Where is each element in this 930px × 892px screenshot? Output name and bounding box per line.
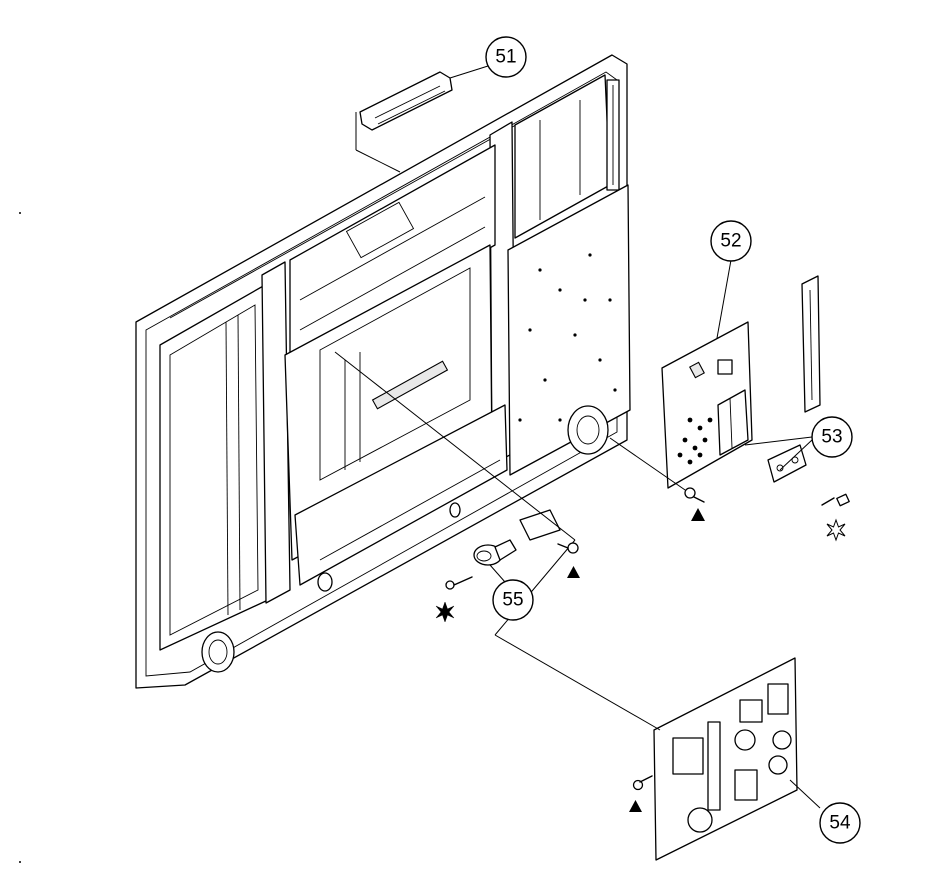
main-chassis [135,54,631,689]
screw-near-53 [821,493,850,507]
callout-52: 52 [710,220,752,262]
speck [19,861,21,863]
screw-near-52 [684,487,705,503]
open-starburst-symbol [826,518,846,542]
callout-label-53: 53 [821,427,842,448]
part-51-bracket [355,71,453,173]
callout-51: 51 [449,36,527,79]
screw-near-55b [445,576,473,590]
triangle-symbols [567,508,705,812]
part-55-connector [473,509,561,583]
triangle-symbol-3 [629,800,642,812]
screws [445,487,850,791]
callout-54: 54 [819,802,861,844]
part-53-bracket [744,275,821,483]
callout-label-54: 54 [829,813,851,834]
speck [19,212,21,214]
part-52-board [661,259,753,489]
triangle-symbol-2 [567,566,580,578]
callout-label-51: 51 [495,47,516,68]
callout-53: 53 [811,416,853,458]
callout-55: 55 [492,579,534,621]
callout-label-52: 52 [720,231,741,252]
part-54-board [653,657,821,861]
black-starburst-symbol [435,601,455,623]
screw-near-55a [557,542,579,554]
triangle-symbol-1 [691,508,705,521]
screw-near-54 [632,775,653,791]
callout-label-55: 55 [502,590,523,611]
